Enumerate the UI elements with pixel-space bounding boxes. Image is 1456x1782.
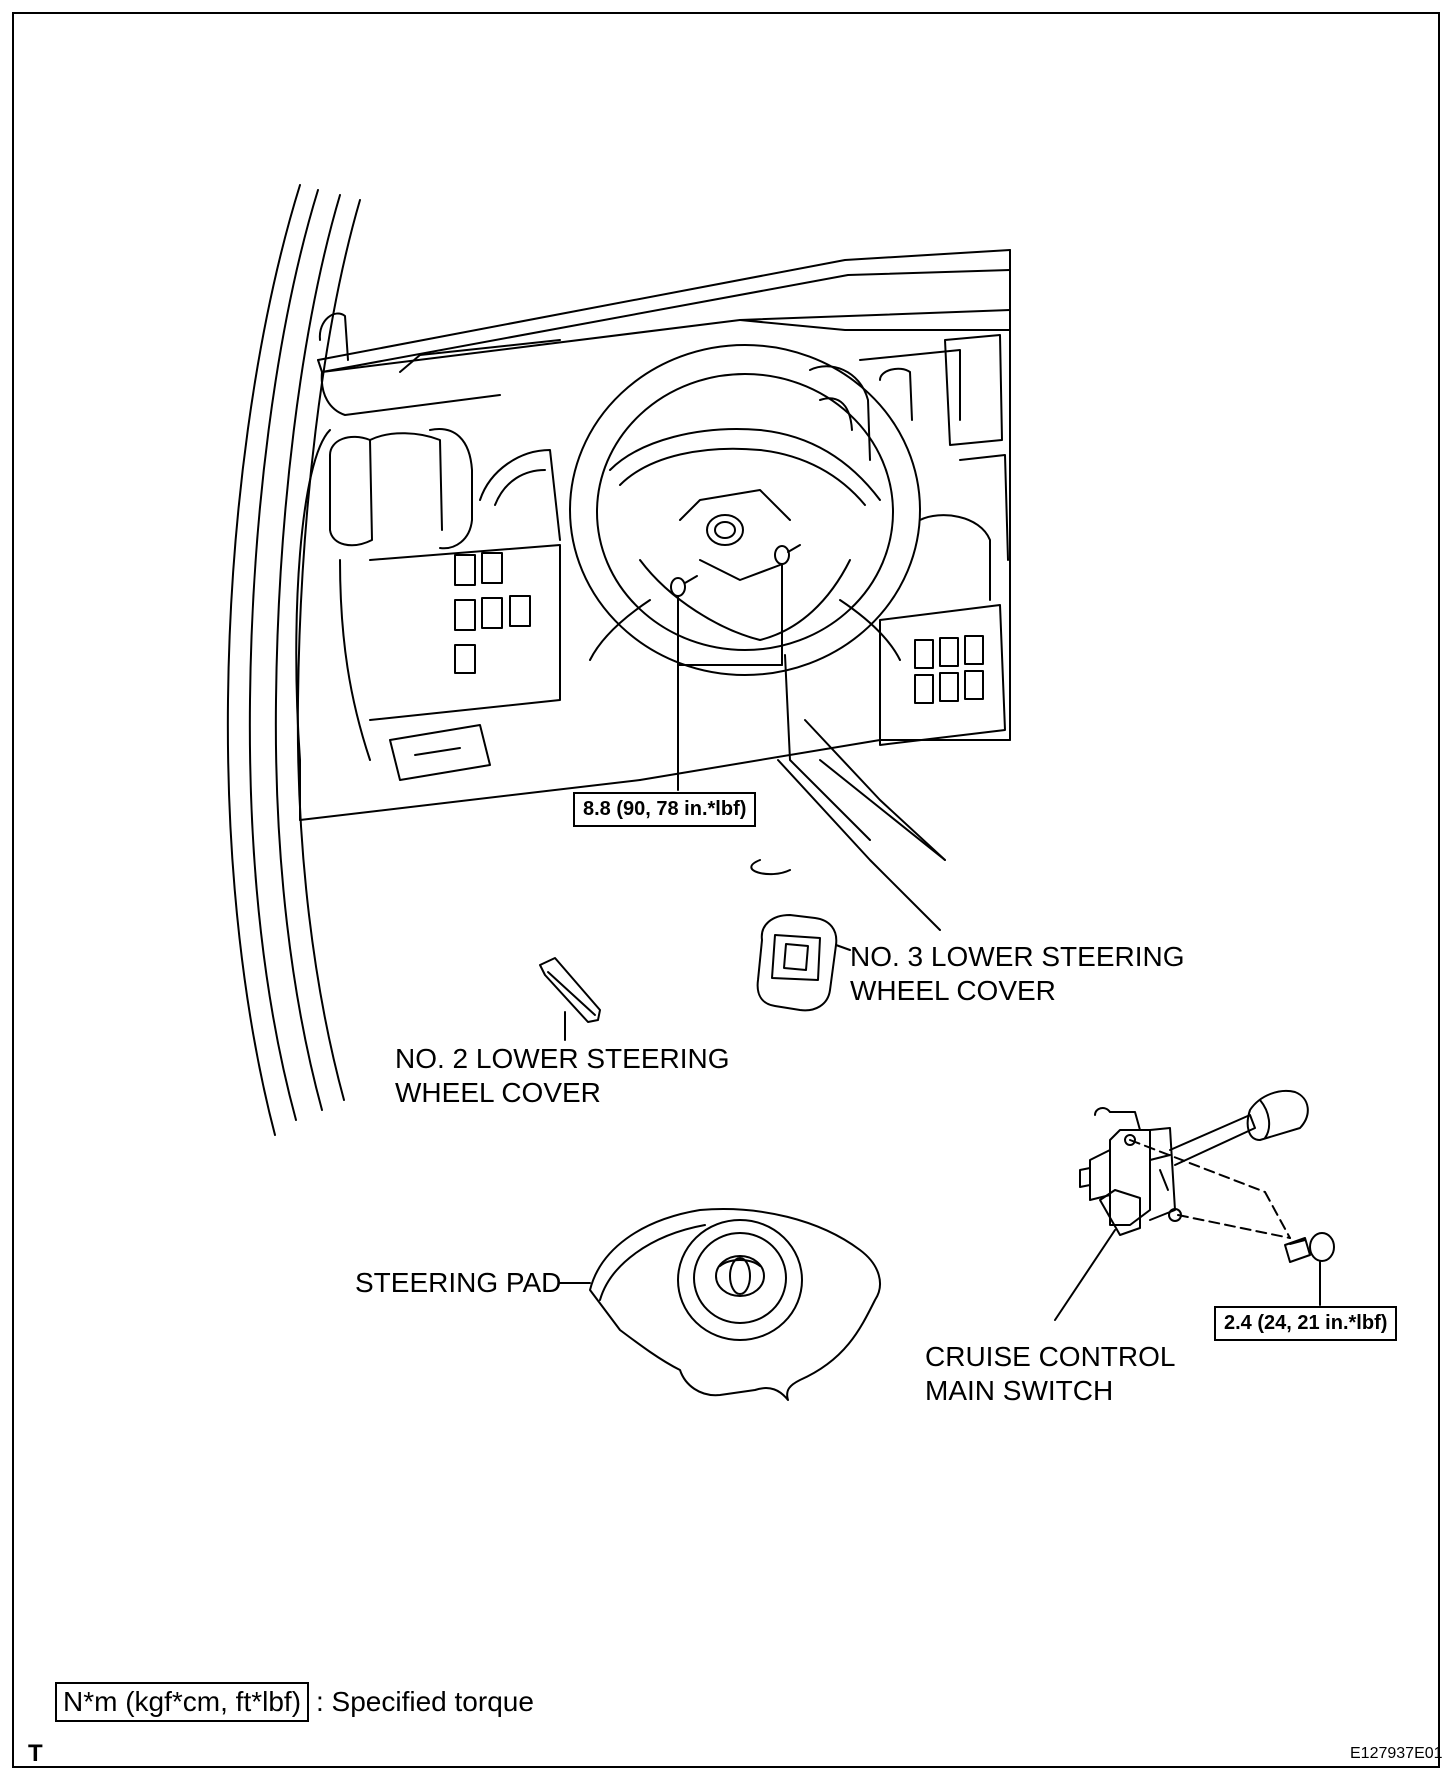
a-pillar bbox=[226, 184, 361, 1136]
torque-spec-steering-wheel: 8.8 (90, 78 in.*lbf) bbox=[573, 792, 757, 827]
label-no2-line2: WHEEL COVER bbox=[395, 1077, 601, 1108]
label-cruise-line2: MAIN SWITCH bbox=[925, 1375, 1114, 1406]
label-no2-line1: NO. 2 LOWER STEERING bbox=[395, 1043, 730, 1074]
steering-pad-part bbox=[559, 1208, 881, 1401]
dashboard bbox=[295, 249, 1011, 821]
label-steering-pad: STEERING PAD bbox=[355, 1267, 562, 1298]
label-no3-line2: WHEEL COVER bbox=[850, 975, 1056, 1006]
legend-description: : Specified torque bbox=[316, 1686, 534, 1717]
cruise-switch-part bbox=[1054, 1090, 1335, 1321]
label-no3-lower-cover: NO. 3 LOWER STEERING WHEEL COVER bbox=[850, 940, 1185, 1008]
no2-cover-part bbox=[539, 957, 601, 1041]
label-no2-lower-cover: NO. 2 LOWER STEERING WHEEL COVER bbox=[395, 1042, 730, 1110]
steering-wheel bbox=[569, 344, 921, 676]
torque-spec-switch-screw: 2.4 (24, 21 in.*lbf) bbox=[1214, 1306, 1398, 1341]
label-cruise-line1: CRUISE CONTROL bbox=[925, 1341, 1176, 1372]
no3-cover-part bbox=[756, 914, 851, 1012]
label-no3-line1: NO. 3 LOWER STEERING bbox=[850, 941, 1185, 972]
label-cruise-control-switch: CRUISE CONTROL MAIN SWITCH bbox=[925, 1340, 1175, 1408]
corner-letter: T bbox=[28, 1740, 43, 1767]
figure-id: E127937E01 bbox=[1350, 1745, 1443, 1762]
legend-torque-unit: N*m (kgf*cm, ft*lbf) bbox=[55, 1682, 310, 1722]
steering-column bbox=[750, 654, 946, 931]
diagram-frame bbox=[12, 12, 1440, 1768]
torque-leader-8-8 bbox=[677, 564, 783, 791]
no3-leader bbox=[850, 860, 870, 940]
